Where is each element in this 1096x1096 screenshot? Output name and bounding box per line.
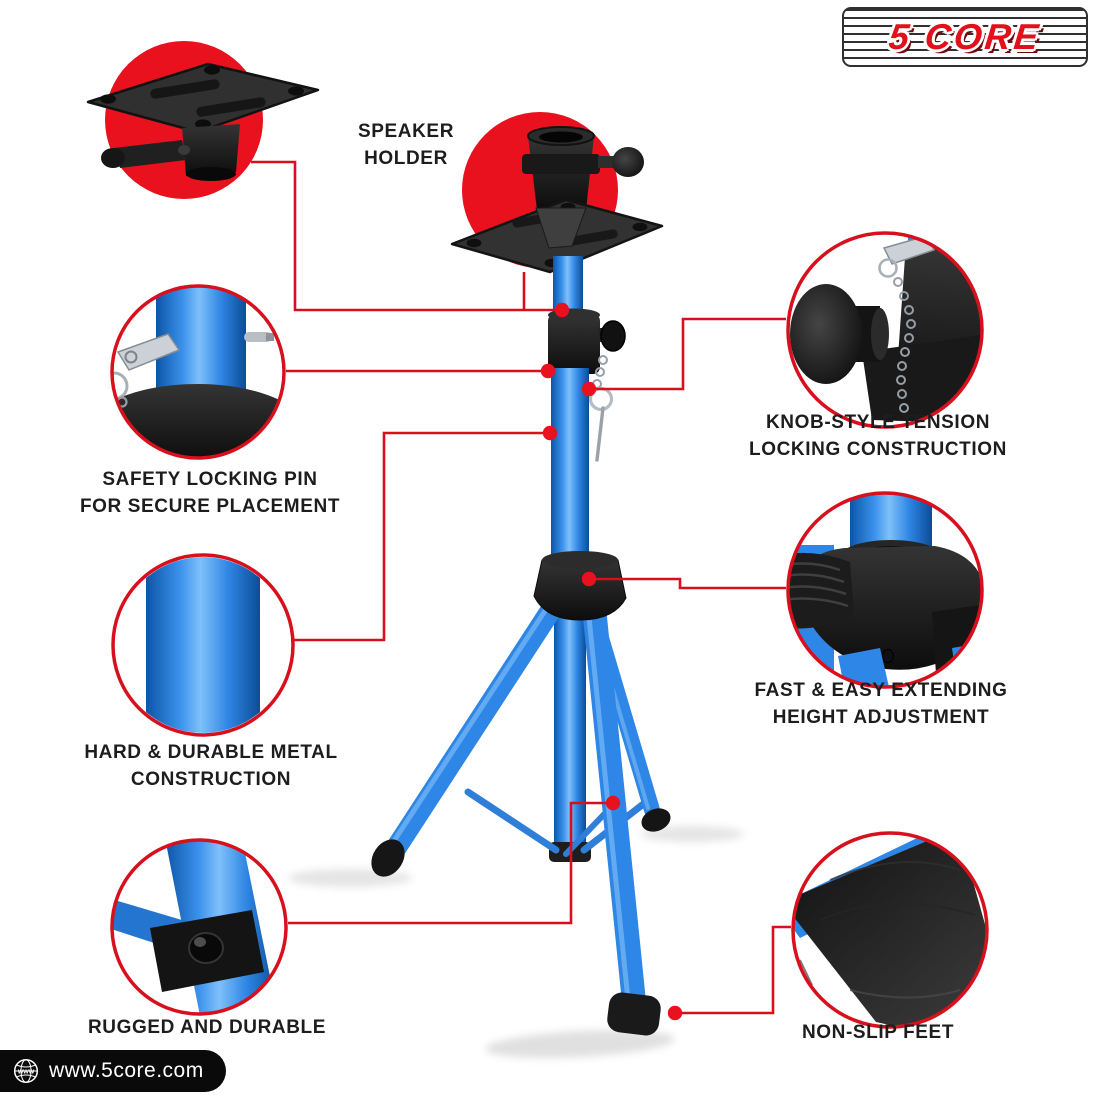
- back-foot: [641, 808, 671, 832]
- label-line: HEIGHT ADJUSTMENT: [772, 707, 990, 728]
- website-url: www.5core.com: [49, 1059, 204, 1082]
- left-foot: [371, 839, 405, 877]
- callout-rugged-joint-detail: [110, 838, 288, 1016]
- speaker-stand: [288, 112, 744, 1058]
- label-line: HARD & DURABLE METAL: [84, 742, 338, 763]
- callout-speaker-plate-detail: [86, 41, 320, 199]
- label-nonslip: NON-SLIP FEET: [760, 1019, 996, 1046]
- globe-www-text: www: [17, 1069, 35, 1076]
- callout-knob-tension-detail: [786, 231, 984, 429]
- connector-dots: [540, 302, 683, 1021]
- ground-shadows: [288, 826, 744, 1058]
- label-line: FAST & EASY EXTENDING: [754, 680, 1008, 701]
- label-speaker-holder: SPEAKER HOLDER: [296, 118, 516, 172]
- label-line: KNOB-STYLE TENSION: [765, 412, 991, 433]
- label-line: HOLDER: [364, 148, 448, 169]
- label-line: CONSTRUCTION: [130, 769, 292, 790]
- top-socket: [522, 126, 644, 210]
- callout-safety-pin-detail: [110, 284, 286, 460]
- label-hard-metal: HARD & DURABLE METAL CONSTRUCTION: [80, 739, 342, 793]
- label-line: FOR SECURE PLACEMENT: [79, 496, 341, 517]
- label-line: LOCKING CONSTRUCTION: [749, 439, 1007, 460]
- website-pill: www www.5core.com: [0, 1050, 226, 1092]
- label-safety-pin: SAFETY LOCKING PIN FOR SECURE PLACEMENT: [78, 466, 342, 520]
- label-line: SPEAKER: [357, 121, 455, 142]
- tension-collar: [548, 308, 626, 374]
- connector-lines: [251, 160, 791, 1015]
- callout-metal-tube-detail: [111, 553, 295, 737]
- tripod-hub: [533, 551, 627, 621]
- front-foot: [607, 992, 661, 1036]
- brand-logo: 5 CORE: [842, 7, 1088, 67]
- globe-icon: www: [13, 1058, 39, 1084]
- callout-height-adjust-detail: [786, 491, 984, 689]
- label-rugged: RUGGED AND DURABLE: [74, 1014, 340, 1041]
- label-line: SAFETY LOCKING PIN: [102, 469, 318, 490]
- callout-nonslip-foot-detail: [791, 831, 989, 1029]
- lower-pole: [551, 368, 589, 568]
- label-knob-tension: KNOB-STYLE TENSION LOCKING CONSTRUCTION: [744, 409, 1012, 463]
- label-line: NON-SLIP FEET: [801, 1022, 955, 1043]
- tripod-legs: [371, 576, 671, 1036]
- brand-logo-text: 5 CORE: [886, 16, 1044, 57]
- label-line: RUGGED AND DURABLE: [87, 1017, 327, 1038]
- label-height-adjust: FAST & EASY EXTENDING HEIGHT ADJUSTMENT: [742, 677, 1020, 731]
